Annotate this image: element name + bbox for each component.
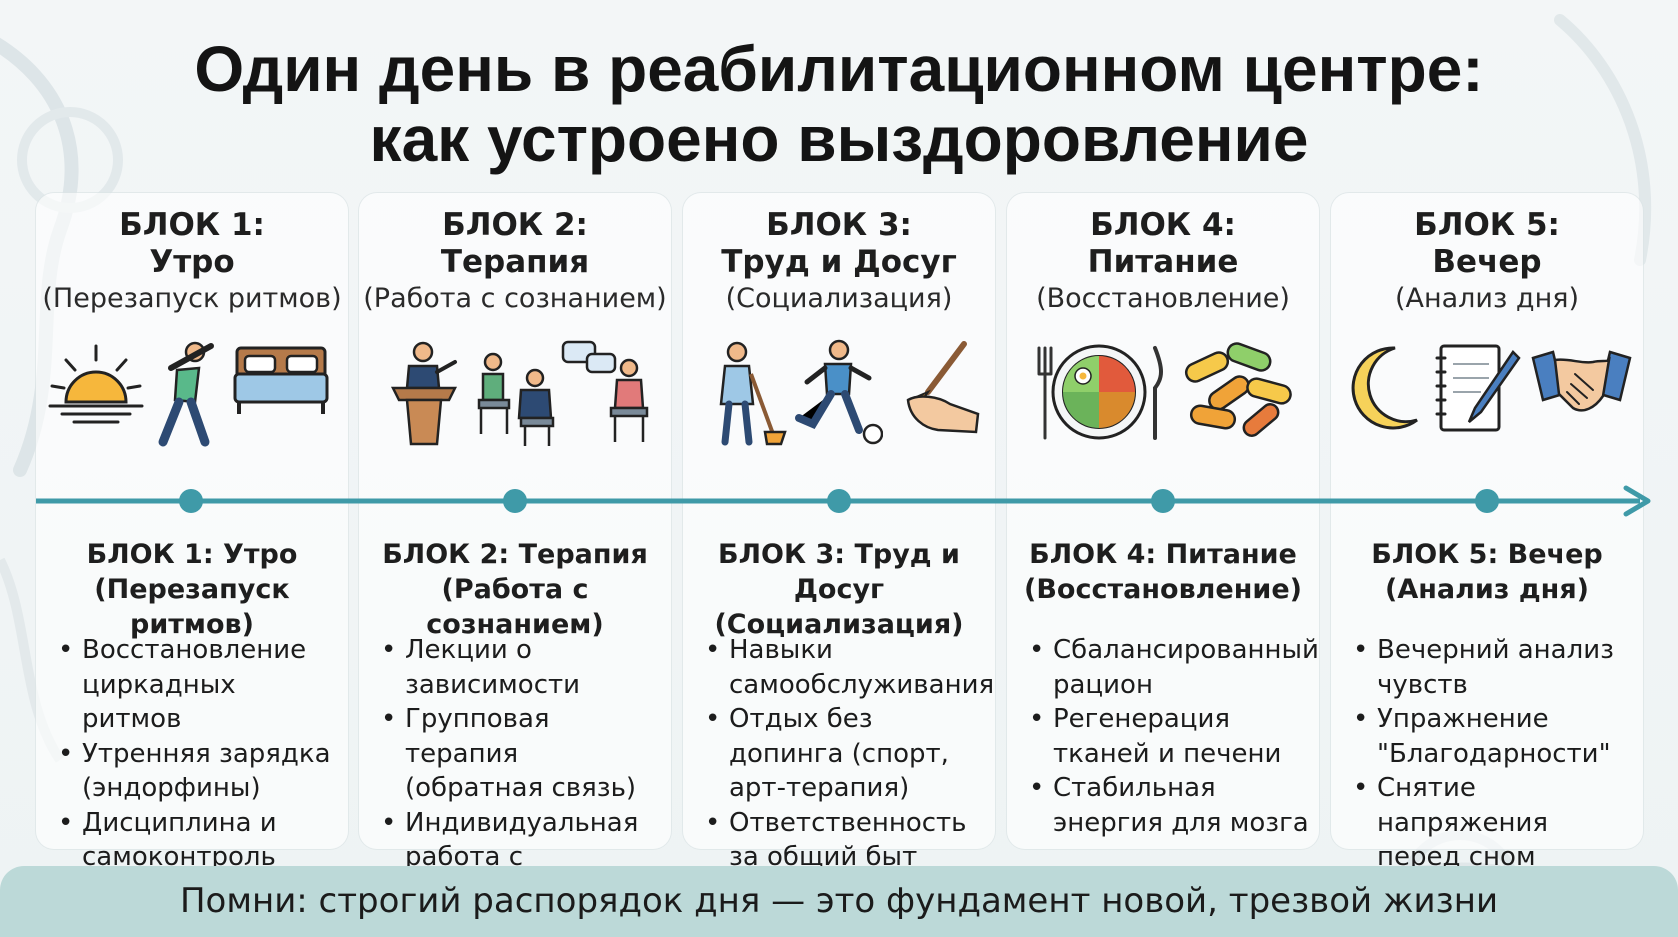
block-1-icons (36, 338, 348, 448)
block-3-bullets: Навыки самообслуживания Отдых без допинг… (703, 633, 994, 875)
block-2-detail-line-1: БЛОК 2: Терапия (382, 539, 648, 570)
block-2-label: БЛОК 2: (442, 207, 588, 243)
list-item: Дисциплина и самоконтроль (56, 806, 340, 875)
handshake-icon (1531, 350, 1632, 412)
list-item: Стабильная энергия для мозга (1027, 771, 1311, 840)
group-therapy-icon (477, 352, 555, 446)
block-1-detail-line-2: (Перезапуск ритмов) (94, 574, 290, 640)
block-2-header: БЛОК 2: Терапия (Работа с сознанием) (359, 207, 671, 317)
block-3-card: БЛОК 3: Труд и Досуг (Социализация) БЛОК… (683, 193, 995, 872)
block-3-label: БЛОК 3: (766, 207, 912, 243)
block-5-header: БЛОК 5: Вечер (Анализ дня) (1331, 207, 1643, 317)
title-line-1: Один день в реабилитационном центре: (194, 33, 1484, 105)
block-3-detail-title: БЛОК 3: Труд и Досуг (Социализация) (683, 537, 995, 642)
block-1-card: БЛОК 1: Утро (Перезапуск ритмов) (36, 193, 348, 872)
lecturer-podium-icon (390, 341, 458, 446)
block-1-detail-line-1: БЛОК 1: Утро (86, 539, 298, 570)
block-4-name: Питание (1087, 244, 1239, 280)
block-2-subtitle: (Работа с сознанием) (363, 283, 667, 314)
block-5-detail-line-1: БЛОК 5: Вечер (1371, 539, 1603, 570)
block-1-header: БЛОК 1: Утро (Перезапуск ритмов) (36, 207, 348, 317)
list-item: Упражнение "Благодарности" (1351, 702, 1635, 771)
block-4-subtitle: (Восстановление) (1036, 283, 1290, 314)
block-2-card: БЛОК 2: Терапия (Работа с сознанием) (359, 193, 671, 907)
psychologist-session-icon (561, 340, 649, 442)
block-3-detail-line-1: БЛОК 3: Труд и Досуг (718, 539, 960, 605)
block-3-name: Труд и Досуг (721, 244, 957, 280)
sunrise-icon (48, 344, 144, 424)
bed-icon (233, 346, 329, 414)
crescent-moon-icon (1351, 346, 1418, 430)
block-5-bullets: Вечерний анализ чувств Упражнение "Благо… (1351, 633, 1635, 875)
food-plate-icon (1037, 344, 1163, 440)
block-4-detail-line-1: БЛОК 4: Питание (1029, 539, 1297, 570)
block-4-header: БЛОК 4: Питание (Восстановление) (1007, 207, 1319, 317)
block-2-detail-line-2: (Работа с сознанием) (426, 574, 604, 640)
block-5-icons (1331, 338, 1643, 448)
block-3-icons (683, 338, 995, 448)
list-item: Групповая терапия (обратная связь) (379, 702, 663, 806)
block-4-label: БЛОК 4: (1090, 207, 1236, 243)
list-item: Снятие напряжения перед сном (1351, 771, 1635, 875)
block-4-detail-title: БЛОК 4: Питание (Восстановление) (1007, 537, 1319, 607)
list-item: Сбалансированный рацион (1027, 633, 1319, 702)
block-4-icons (1007, 338, 1319, 448)
footer-banner: Помни: строгий распорядок дня — это фунд… (0, 866, 1678, 937)
block-5-card: БЛОК 5: Вечер (Анализ дня) БЛОК 5: Вечер… (1331, 193, 1643, 872)
list-item: Лекции о зависимости (379, 633, 663, 702)
list-item: Утренняя зарядка (эндорфины) (56, 737, 340, 806)
list-item: Восстановление циркадных ритмов (56, 633, 340, 737)
list-item: Навыки самообслуживания (703, 633, 994, 702)
block-3-header: БЛОК 3: Труд и Досуг (Социализация) (683, 207, 995, 317)
cleaning-person-icon (719, 341, 787, 446)
block-1-label: БЛОК 1: (119, 207, 265, 243)
block-3-subtitle: (Социализация) (725, 283, 953, 314)
block-1-name: Утро (149, 244, 235, 280)
list-item: Ответственность за общий быт (703, 806, 987, 875)
journal-pen-icon (1435, 344, 1521, 432)
exercise-person-icon (158, 341, 214, 447)
football-player-icon (795, 339, 883, 445)
block-4-bullets: Сбалансированный рацион Регенерация ткан… (1027, 633, 1319, 840)
block-5-detail-title: БЛОК 5: Вечер (Анализ дня) (1331, 537, 1643, 607)
title-line-2: как устроено выздоровление (369, 103, 1309, 175)
block-2-name: Терапия (440, 244, 590, 280)
block-1-bullets: Восстановление циркадных ритмов Утренняя… (56, 633, 340, 875)
block-2-icons (359, 338, 671, 448)
vitamin-capsules-icon (1184, 342, 1292, 437)
block-5-detail-line-2: (Анализ дня) (1384, 574, 1590, 605)
page-title: Один день в реабилитационном центре: как… (0, 34, 1678, 174)
block-1-detail-title: БЛОК 1: Утро (Перезапуск ритмов) (36, 537, 348, 642)
block-1-subtitle: (Перезапуск ритмов) (42, 283, 342, 314)
block-5-label: БЛОК 5: (1414, 207, 1560, 243)
block-5-subtitle: (Анализ дня) (1394, 283, 1580, 314)
block-5-name: Вечер (1432, 244, 1542, 280)
list-item: Регенерация тканей и печени (1027, 702, 1311, 771)
list-item: Отдых без допинга (спорт, арт-терапия) (703, 702, 987, 806)
block-4-card: БЛОК 4: Питание (Восстановление) (1007, 193, 1319, 849)
paintbrush-hand-icon (906, 341, 980, 434)
list-item: Вечерний анализ чувств (1351, 633, 1635, 702)
block-4-detail-line-2: (Восстановление) (1024, 574, 1302, 605)
block-2-detail-title: БЛОК 2: Терапия (Работа с сознанием) (359, 537, 671, 642)
